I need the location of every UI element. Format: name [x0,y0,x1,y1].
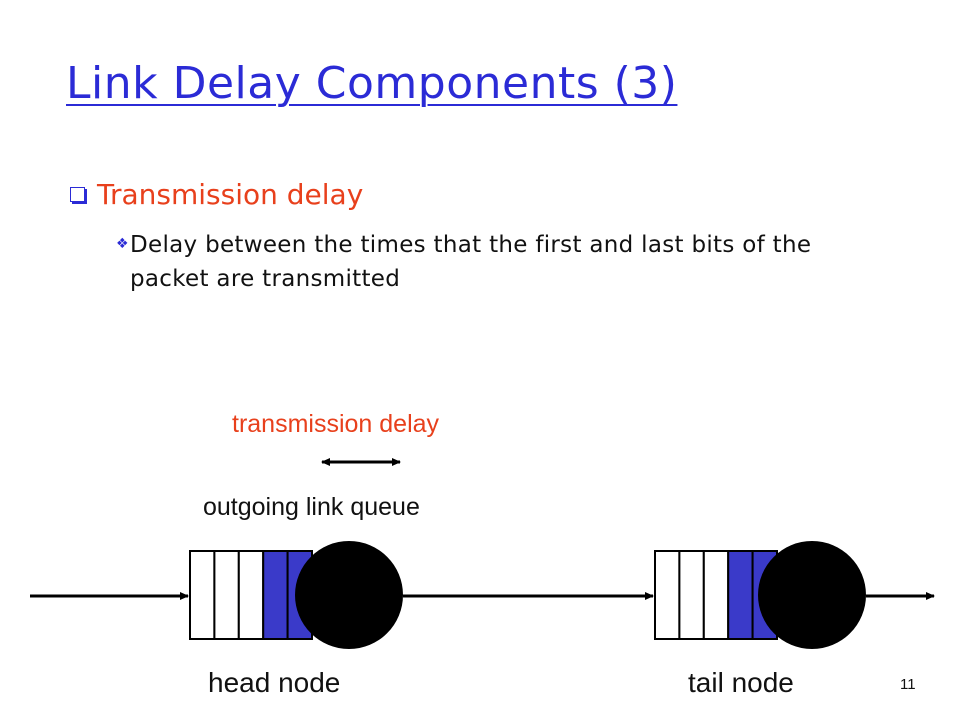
tail-node [758,541,866,649]
sub-bullet-text: Delay between the times that the first a… [130,232,812,292]
tail-queue [654,550,778,640]
bullet-text: Transmission delay [97,178,364,211]
queue-label: outgoing link queue [203,493,420,521]
page-number: 11 [900,676,916,693]
tail-node-label: tail node [688,667,794,698]
bullet-transmission-delay: Transmission delay [70,178,363,211]
head-node-label: head node [208,667,341,698]
head-node [295,541,403,649]
diamond-bullet-icon: ❖ [116,236,129,252]
square-bullet-icon [70,187,85,202]
head-queue [189,550,314,640]
transmission-delay-label: transmission delay [232,410,440,438]
sub-bullet: ❖ Delay between the times that the first… [116,228,876,296]
slide-title: Link Delay Components (3) [66,58,678,109]
